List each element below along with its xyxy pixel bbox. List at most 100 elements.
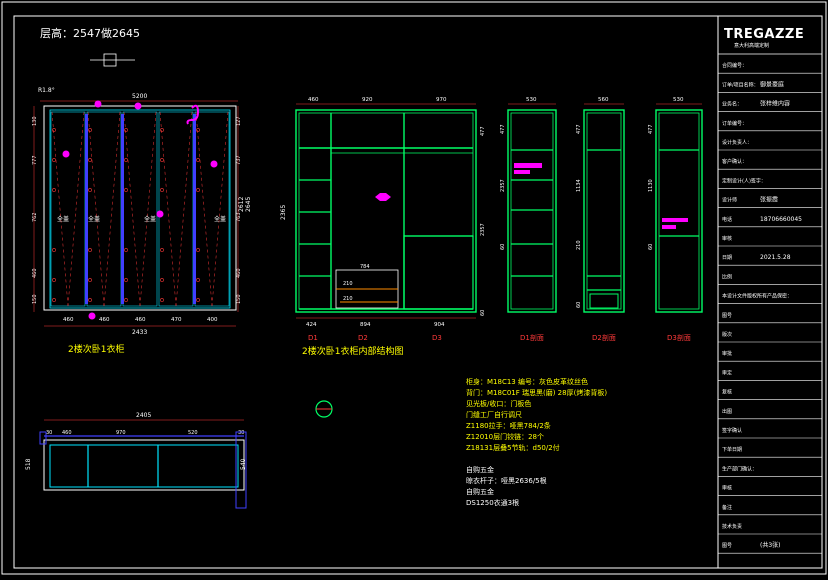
note-line: 见光板/收口：门板色 — [466, 399, 531, 408]
elevation-right-dim: 737 — [236, 155, 242, 165]
door-swing-line — [195, 111, 213, 307]
internal-drawer-dim-2: 210 — [343, 281, 353, 287]
hinge-mark — [124, 158, 128, 162]
title-row-label: 本设计文件版权所有产品保密： — [722, 293, 792, 300]
elevation-corner-note: R1.8° — [38, 87, 55, 94]
title-row-value: 张梓维内容 — [760, 100, 790, 108]
hinge-mark — [124, 298, 128, 302]
note-line: DS1250衣通3根 — [466, 498, 519, 507]
door-panel — [194, 111, 230, 307]
title-row-label: 订单编号： — [722, 120, 747, 127]
internal-top-dim: 920 — [362, 97, 373, 103]
internal-left-dim-a: 2365 — [280, 205, 287, 220]
accent-dot — [156, 210, 164, 218]
hinge-mark — [196, 188, 200, 192]
section-label: D1剖面 — [520, 333, 544, 342]
header-marker-box — [103, 53, 117, 67]
note-line: 门缝工厂自行调尺 — [466, 410, 522, 419]
section-outer — [507, 109, 557, 313]
section-views: 530477235760D1剖面560477113421060D2剖面53047… — [500, 97, 703, 342]
internal-top-dim: 460 — [308, 97, 319, 103]
section-hanger-icon — [662, 218, 688, 222]
door-swing-line — [87, 111, 105, 307]
hinge-mark — [196, 278, 200, 282]
door-width-dim: 460 — [63, 317, 74, 323]
hinge-mark — [52, 298, 56, 302]
hinge-mark — [160, 278, 164, 282]
hinge-mark — [52, 248, 56, 252]
internal-outer-panel — [295, 109, 477, 313]
section-hanger-icon — [514, 163, 542, 168]
section-side-dim: 60 — [648, 244, 654, 250]
floor-height-text: 层高：2547做2645 — [40, 26, 140, 40]
title-row-label: 图号 — [722, 543, 732, 549]
title-row-label: 日期 — [722, 255, 732, 261]
plan-right-dim: 540 — [240, 458, 247, 470]
handle-strip — [193, 114, 196, 304]
title-row-label: 审核 — [722, 485, 732, 492]
note-line: Z18131层叠5节轨：d50/2付 — [466, 443, 560, 452]
handle-strip — [85, 114, 88, 304]
hinge-mark — [88, 248, 92, 252]
internal-right-dim-a: 477 — [480, 126, 486, 136]
company-logo: TREGAZZE — [724, 27, 804, 42]
internal-bottom-dim: 424 — [306, 322, 317, 328]
plan-segment-dim: 520 — [188, 430, 198, 436]
internal-drawer-dim: 784 — [360, 264, 370, 270]
door-swing-line — [175, 111, 193, 307]
plan-top-dim: 2405 — [136, 412, 151, 419]
title-row-value: 张振霞 — [760, 196, 778, 204]
door-swing-line — [51, 111, 69, 307]
title-row-value: 御景豪庭 — [760, 80, 784, 88]
hinge-mark — [124, 188, 128, 192]
accent-dot — [94, 100, 102, 108]
section-side-dim: 60 — [576, 302, 582, 308]
door-panel — [158, 111, 194, 307]
section-inner — [586, 112, 622, 310]
title-row-label: 客户确认： — [722, 158, 747, 165]
title-row-label: 订单/项目名称： — [722, 81, 759, 88]
hinge-mark — [160, 128, 164, 132]
door-swing-line — [159, 111, 177, 307]
title-row-value: 18706660045 — [760, 216, 802, 223]
elevation-inner-box — [49, 109, 231, 309]
door-width-dim: 460 — [99, 317, 110, 323]
section-top-dim: 530 — [673, 97, 684, 103]
section-outer — [655, 109, 703, 313]
elevation-height-b: 2645 — [245, 197, 252, 212]
section-drawer — [589, 293, 619, 309]
title-row-label: 设计负责人： — [722, 139, 752, 146]
title-block-rows: 合同编号：订单/项目名称：御景豪庭业务名：张梓维内容订单编号：设计负责人：客户确… — [718, 62, 822, 554]
plan-segment-dim: 30 — [238, 430, 244, 436]
title-row-label: 审定 — [722, 369, 732, 376]
internal-right-dim-b: 2357 — [480, 223, 486, 236]
elevation-hook-icon — [186, 104, 200, 125]
section-inner — [658, 112, 700, 310]
title-row-label: 设计师 — [722, 197, 737, 204]
hinge-mark — [160, 248, 164, 252]
note-line: Z1180拉手：哑黑784/2条 — [466, 421, 551, 430]
elevation-left-dim: 150 — [32, 294, 38, 304]
note-line: 背门：M18C01F 瑞思黑(磨) 28厚(烤漆背板) — [466, 388, 607, 397]
door-swing-line — [139, 111, 157, 307]
section-inner — [510, 112, 554, 310]
hinge-mark — [124, 128, 128, 132]
title-row-label: 版次 — [722, 331, 732, 338]
plan-inner-box — [49, 444, 239, 488]
door-swing-line — [123, 111, 141, 307]
internal-inner-panel — [298, 112, 474, 310]
internal-column-label: D2 — [358, 334, 368, 342]
elevation-section-label: 2楼次卧1衣柜 — [68, 343, 124, 355]
title-block: TREGAZZE 意大利高端定制 合同编号：订单/项目名称：御景豪庭业务名：张梓… — [717, 16, 822, 568]
internal-bottom-dim: 904 — [434, 322, 445, 328]
title-row-value: 2021.5.28 — [760, 254, 791, 261]
title-row-label: 业务名： — [722, 101, 742, 108]
company-logo-sub: 意大利高端定制 — [734, 42, 769, 49]
